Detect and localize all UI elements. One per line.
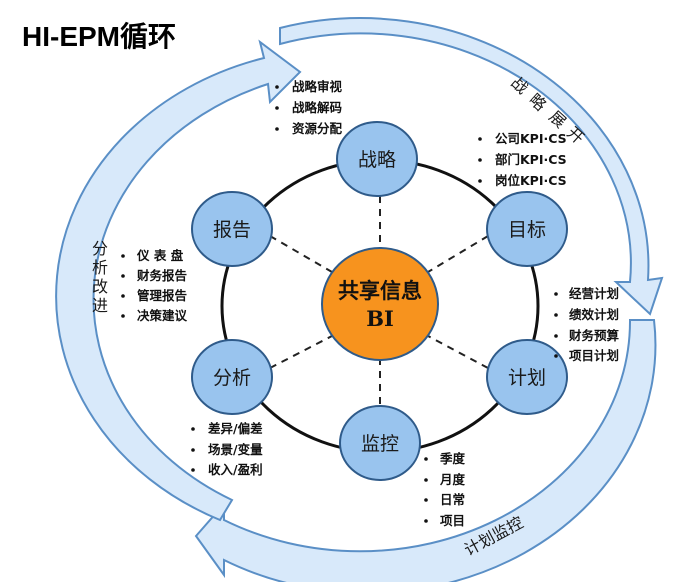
center-title: 共享信息: [338, 278, 422, 303]
bullet-dot: [554, 334, 558, 338]
bullet-dot: [554, 354, 558, 358]
strategy-label: 战略: [358, 149, 396, 171]
center-circle: [321, 247, 439, 361]
list-item: 公司KPI·CS: [495, 131, 567, 146]
bullet-dot: [121, 294, 125, 298]
plan-label: 计划: [508, 367, 546, 389]
list-item: 财务报告: [136, 268, 188, 283]
node-report: 报告: [191, 191, 273, 267]
monitor-circle: [339, 405, 421, 481]
bullet-dot: [424, 478, 428, 482]
list-item: 季度: [439, 451, 466, 466]
target-label: 目标: [508, 219, 546, 241]
list-item: 收入/盈利: [208, 462, 263, 477]
bullet-dot: [275, 127, 279, 131]
list-item: 战略解码: [292, 100, 342, 115]
list-item: 财务预算: [568, 328, 620, 343]
bullet-dot: [275, 106, 279, 110]
bullet-dot: [121, 254, 125, 258]
center-node: 共享信息 BI: [321, 247, 439, 361]
analysis-improve-arrow: [55, 39, 302, 522]
bullet-dot: [554, 292, 558, 296]
spokes: [269, 196, 489, 410]
bullet-dot: [424, 498, 428, 502]
target-circle: [486, 191, 568, 267]
cycle-arrows: [55, 17, 664, 582]
list-analysis: 差异/偏差 场景/变量 收入/盈利: [191, 421, 263, 477]
list-item: 场景/变量: [208, 442, 263, 457]
list-item: 决策建议: [137, 308, 188, 323]
list-item: 差异/偏差: [207, 421, 263, 436]
monitor-label: 监控: [361, 433, 399, 455]
list-item: 仪 表 盘: [136, 248, 184, 263]
bullet-dot: [121, 314, 125, 318]
node-monitor: 监控: [339, 405, 421, 481]
list-item: 项目计划: [569, 348, 619, 363]
bullet-dot: [191, 427, 195, 431]
node-analysis: 分析: [191, 339, 273, 415]
list-item: 资源分配: [292, 121, 343, 136]
list-item: 战略审视: [292, 79, 343, 94]
bullet-dot: [424, 519, 428, 523]
list-item: 绩效计划: [569, 307, 619, 322]
strategy-expand-arrow: [279, 17, 664, 316]
list-strategy: 战略审视 战略解码 资源分配: [275, 79, 343, 136]
list-report: 仪 表 盘 财务报告 管理报告 决策建议: [121, 248, 188, 323]
analysis-improve-char-2: 析: [92, 258, 108, 277]
spoke-analysis: [269, 335, 333, 369]
node-strategy: 战略: [336, 121, 418, 197]
node-target: 目标: [486, 191, 568, 267]
bullet-dot: [191, 468, 195, 472]
spoke-plan: [427, 335, 489, 369]
strategy-circle: [336, 121, 418, 197]
report-label: 报告: [213, 219, 251, 241]
bullet-dot: [424, 457, 428, 461]
list-item: 部门KPI·CS: [495, 152, 567, 167]
center-subtitle: BI: [366, 306, 394, 331]
bullet-dot: [191, 448, 195, 452]
plan-circle: [486, 339, 568, 415]
list-item: 项目: [440, 513, 465, 528]
plan-monitor-arrow: [194, 319, 657, 582]
spoke-report: [269, 235, 333, 273]
list-monitor: 季度 月度 日常 项目: [424, 451, 466, 528]
analysis-improve-char-1: 分: [92, 239, 108, 258]
spoke-target: [427, 235, 489, 273]
list-item: 管理报告: [137, 288, 188, 303]
page-title: HI-EPM循环: [22, 21, 176, 52]
list-item: 月度: [439, 472, 466, 487]
bullet-dot: [554, 313, 558, 317]
bullet-dot: [275, 85, 279, 89]
analysis-improve-char-3: 改: [92, 277, 108, 296]
list-target: 公司KPI·CS 部门KPI·CS 岗位KPI·CS: [478, 131, 567, 188]
bullet-dot: [478, 137, 482, 141]
bullet-dot: [478, 158, 482, 162]
bullet-dot: [121, 274, 125, 278]
analysis-label: 分析: [213, 367, 251, 389]
node-plan: 计划: [486, 339, 568, 415]
list-plan: 经营计划 绩效计划 财务预算 项目计划: [554, 286, 620, 363]
list-item: 日常: [440, 492, 465, 507]
bullet-dot: [478, 179, 482, 183]
analysis-circle: [191, 339, 273, 415]
report-circle: [191, 191, 273, 267]
analysis-improve-char-4: 进: [92, 296, 108, 315]
list-item: 经营计划: [569, 286, 619, 301]
list-item: 岗位KPI·CS: [495, 173, 567, 188]
